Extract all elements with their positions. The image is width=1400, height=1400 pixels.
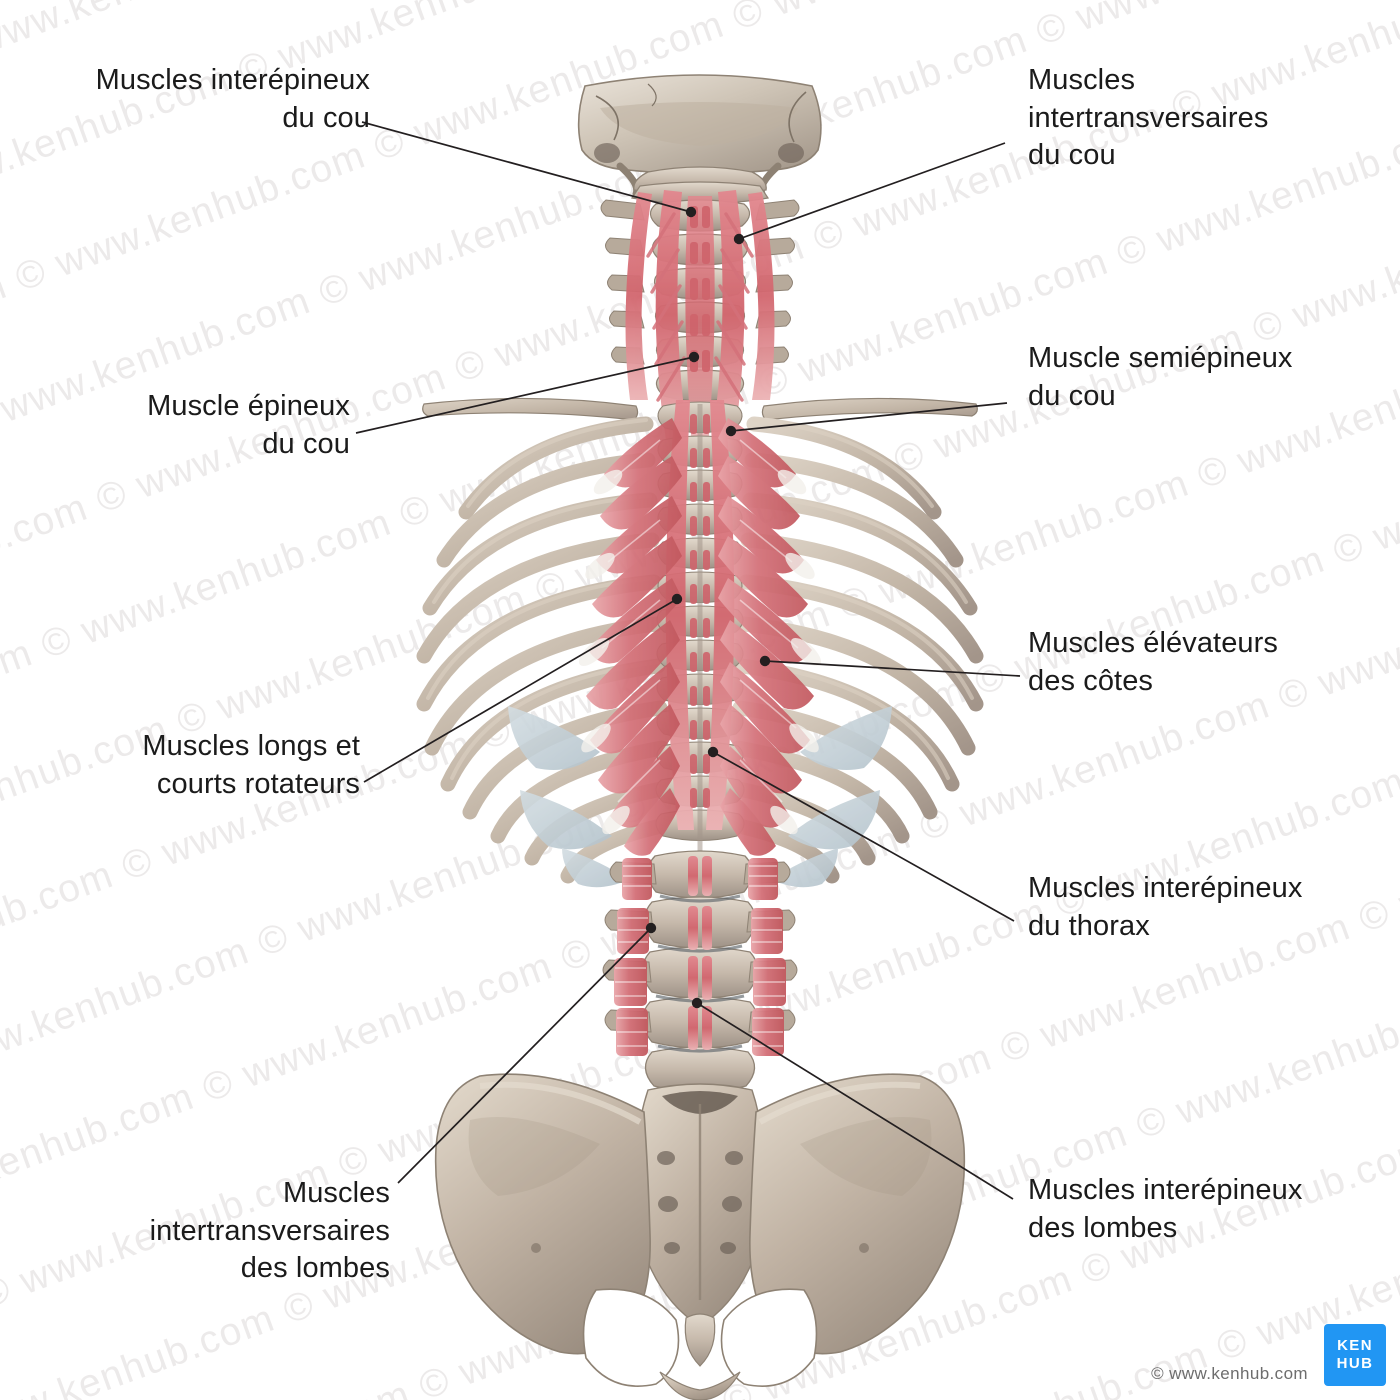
label-interepineux-lombes: Muscles interépineux des lombes: [1028, 1174, 1303, 1244]
label-elevateurs-cotes: Muscles élévateurs des côtes: [1028, 627, 1279, 697]
copyright-text: © www.kenhub.com: [1151, 1364, 1308, 1383]
kenhub-logo[interactable]: KEN HUB: [1324, 1324, 1386, 1386]
label-epineux-cou: Muscle épineux du cou: [147, 390, 350, 460]
label-intertransversaires-lombes: Muscles intertransversaires des lombes: [149, 1177, 390, 1285]
kenhub-logo-line2: HUB: [1336, 1355, 1374, 1372]
label-semiepineux-cou: Muscle semiépineux du cou: [1028, 342, 1293, 412]
lumbar-spine: [641, 850, 759, 1093]
label-rotateurs: Muscles longs et courts rotateurs: [142, 730, 360, 800]
label-intertransversaires-cou: Muscles intertransversaires du cou: [1028, 64, 1269, 172]
label-interepineux-cou: Muscles interépineux du cou: [95, 64, 370, 134]
kenhub-logo-line1: KEN: [1337, 1336, 1373, 1354]
label-interepineux-thorax: Muscles interépineux du thorax: [1028, 872, 1303, 942]
